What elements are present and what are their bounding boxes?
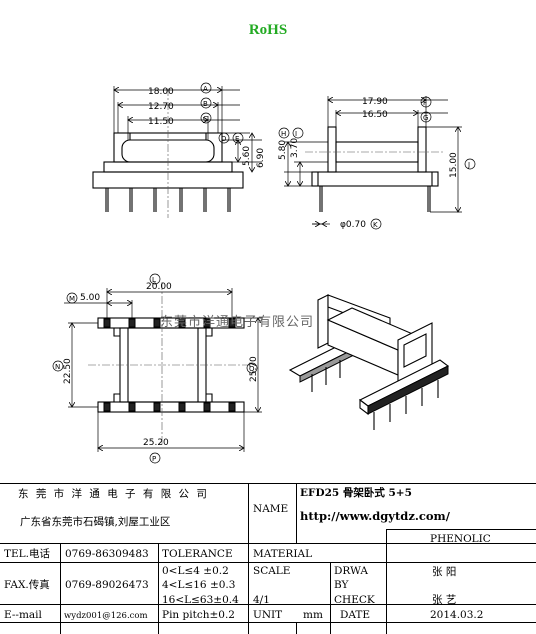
product-name: EFD25 骨架卧式 5+5 xyxy=(300,487,412,499)
dim-g-value: 16.50 xyxy=(362,110,388,120)
dim-e-value: 6.90 xyxy=(256,148,266,168)
dim-i-value: 3.70 xyxy=(290,138,300,158)
dim-l-value: 20.00 xyxy=(146,282,172,292)
check-label: CHECK xyxy=(334,594,375,606)
dim-i-letter: I xyxy=(295,130,297,138)
title-block: 东 莞 市 洋 通 电 子 有 限 公 司 广东省东莞市石碣镇,刘屋工业区 NA… xyxy=(0,483,536,634)
dim-o-letter: P xyxy=(152,455,156,463)
tel-label: TEL.电话 xyxy=(4,548,50,560)
dim-h-letter: H xyxy=(281,130,286,138)
isometric-view xyxy=(288,294,450,430)
company-address: 广东省东莞市石碣镇,刘屋工业区 xyxy=(20,516,171,528)
front-view-pins xyxy=(105,188,231,212)
dim-c-letter: C xyxy=(203,115,208,123)
tolerance-line-2: 4<L≤16 ±0.3 xyxy=(162,579,236,591)
unit-value: mm xyxy=(303,609,323,621)
dim-j-letter: J xyxy=(467,161,470,169)
rohs-label: RoHS xyxy=(248,22,288,38)
email-value: wydz001@126.com xyxy=(64,611,148,621)
bobbin-drawing: 18.00 12.70 11.50 A B C 5.60 6.90 D E 17… xyxy=(52,82,476,464)
fax-value: 0769-89026473 xyxy=(65,579,149,591)
drawn-by-label-1: DRWA xyxy=(334,565,368,577)
tel-value: 0769-86309483 xyxy=(65,548,149,560)
top-view-pins-bottom xyxy=(103,402,236,412)
scale-label: SCALE xyxy=(253,565,291,577)
dim-h-value: 5.80 xyxy=(278,140,288,160)
dim-d-letter: D xyxy=(221,135,226,143)
dim-f-value: 17.90 xyxy=(362,97,388,107)
dim-b-value: 12.70 xyxy=(148,102,174,112)
dim-n-value: 22.50 xyxy=(63,358,73,384)
dim-p-value: 25.70 xyxy=(249,356,259,382)
tolerance-line-1: 0<L≤4 ±0.2 xyxy=(162,565,229,577)
side-view: 17.90 16.50 F G 5.80 3.70 H I 15.00 J φ0… xyxy=(278,96,476,230)
dim-a-letter: A xyxy=(203,85,208,93)
material-value: PHENOLIC xyxy=(430,533,491,545)
material-label: MATERIAL xyxy=(253,548,313,560)
dim-o-value: 25.20 xyxy=(143,438,169,448)
top-view-pins-top xyxy=(103,318,236,328)
dim-j-value: 15.00 xyxy=(449,152,459,178)
drawn-by-label-2: BY xyxy=(334,579,349,591)
tolerance-line-3: 16<L≤63±0.4 xyxy=(162,594,239,606)
dim-c-value: 11.50 xyxy=(148,117,174,127)
dim-l-letter: L xyxy=(152,276,156,284)
dim-p-letter: O xyxy=(249,365,255,373)
dim-k-letter: K xyxy=(373,221,378,229)
email-label: E--mail xyxy=(4,609,42,621)
dim-a-value: 18.00 xyxy=(148,87,174,97)
company-name: 东 莞 市 洋 通 电 子 有 限 公 司 xyxy=(18,488,209,500)
dim-n-letter: N xyxy=(55,363,60,371)
dim-b-letter: B xyxy=(203,100,208,108)
date-value: 2014.03.2 xyxy=(430,609,484,621)
dim-m-value: 5.00 xyxy=(80,293,100,303)
watermark: 东莞市洋通电子有限公司 xyxy=(160,315,315,330)
dim-k-value: φ0.70 xyxy=(340,220,366,230)
tolerance-label: TOLERANCE xyxy=(162,548,233,560)
dim-m-letter: M xyxy=(69,295,75,303)
dim-f-letter: F xyxy=(423,99,427,107)
check-value: 张 艺 xyxy=(432,594,457,606)
name-label: NAME xyxy=(253,503,289,515)
website: http://www.dgytdz.com/ xyxy=(300,509,450,523)
fax-label: FAX.传真 xyxy=(4,579,50,591)
tolerance-line-4: Pin pitch±0.2 xyxy=(162,609,235,621)
date-label: DATE xyxy=(340,609,371,621)
dim-d-value: 5.60 xyxy=(242,146,252,166)
front-view: 18.00 12.70 11.50 A B C 5.60 6.90 D E xyxy=(92,82,266,218)
top-view: 20.00 L 5.00 M 22.50 N 25.70 O 25.20 P xyxy=(52,273,262,464)
scale-value: 4/1 xyxy=(253,594,270,606)
drawn-by-value: 张 阳 xyxy=(432,566,457,578)
dim-e-letter: E xyxy=(235,135,239,143)
unit-label: UNIT xyxy=(253,609,283,621)
dim-g-letter: G xyxy=(423,114,428,122)
